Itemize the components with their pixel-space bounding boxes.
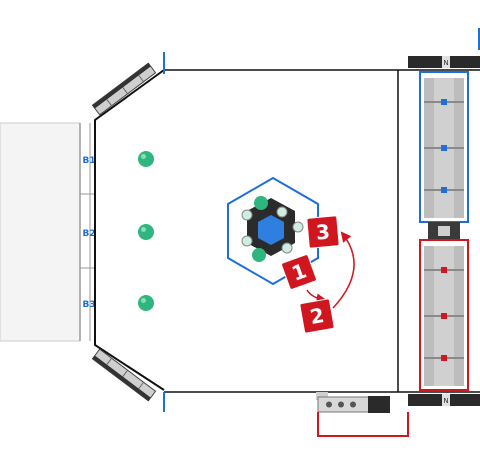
- robot-marker-1[interactable]: 1: [281, 254, 317, 290]
- reef-hexagon-icon[interactable]: [227, 176, 319, 286]
- path-arrow-icon: [332, 231, 355, 309]
- barge-red[interactable]: [419, 239, 469, 391]
- robot-number: 3: [315, 219, 331, 244]
- algae-ball-icon[interactable]: [138, 224, 154, 240]
- coral-station-bottom: [91, 348, 157, 402]
- barge-blue[interactable]: [419, 71, 469, 223]
- station-b3[interactable]: B3: [82, 300, 95, 310]
- cage-marker: [441, 313, 447, 319]
- cage-marker: [441, 145, 447, 151]
- cage-marker: [441, 355, 447, 361]
- barge-label: N: [443, 397, 448, 405]
- algae-ball-icon[interactable]: [138, 151, 154, 167]
- cage-marker: [441, 267, 447, 273]
- driver-stations: B1 B2 B3: [80, 156, 96, 310]
- station-b2[interactable]: B2: [80, 229, 96, 269]
- robot-number: 2: [308, 303, 326, 329]
- algae-balls: [138, 151, 154, 311]
- station-label: B3: [82, 300, 95, 310]
- coral-station-top: [91, 62, 157, 116]
- driver-station-area: [0, 122, 91, 342]
- station-label: B1: [82, 156, 95, 166]
- cage-marker: [441, 99, 447, 105]
- barge: N N: [408, 28, 480, 406]
- robot-marker-2[interactable]: 2: [299, 298, 335, 334]
- station-label: B2: [82, 229, 95, 239]
- cage-marker: [441, 187, 447, 193]
- barge-label: N: [443, 59, 448, 67]
- station-b1[interactable]: B1: [80, 156, 96, 195]
- path-arrow-icon: [306, 289, 328, 304]
- processor[interactable]: [316, 392, 409, 437]
- algae-ball-icon[interactable]: [138, 295, 154, 311]
- robot-marker-3[interactable]: 3: [306, 215, 340, 249]
